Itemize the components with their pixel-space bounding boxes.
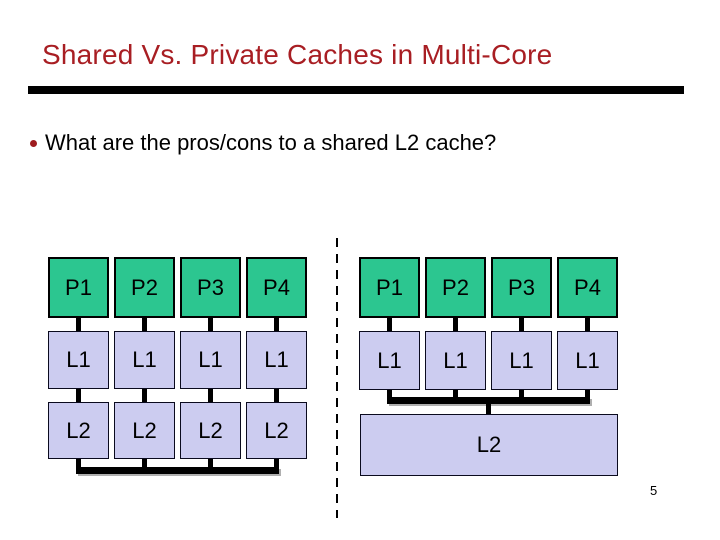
connector-line — [274, 318, 279, 331]
connector-line — [76, 459, 81, 468]
connector-line — [585, 390, 590, 398]
processor-box: P1 — [359, 257, 420, 318]
bus-line — [76, 467, 279, 474]
l2-cache-box: L2 — [180, 402, 241, 459]
l1-cache-box: L1 — [114, 331, 175, 389]
l1-cache-box: L1 — [246, 331, 307, 389]
l1-cache-box: L1 — [557, 331, 618, 390]
divider-dashed-line — [336, 238, 338, 518]
bullet-text: What are the pros/cons to a shared L2 ca… — [45, 130, 497, 155]
bus-line — [387, 397, 590, 404]
connector-line — [585, 318, 590, 331]
processor-box: P2 — [425, 257, 486, 318]
connector-line — [274, 389, 279, 402]
connector-line — [142, 459, 147, 468]
l1-cache-box: L1 — [359, 331, 420, 390]
connector-line — [387, 318, 392, 331]
processor-box: P4 — [557, 257, 618, 318]
l1-cache-box: L1 — [425, 331, 486, 390]
title-underline — [28, 86, 684, 94]
l2-cache-box: L2 — [246, 402, 307, 459]
connector-line — [142, 389, 147, 402]
connector-line — [453, 318, 458, 331]
bullet-dot-icon — [30, 140, 37, 147]
connector-line — [519, 318, 524, 331]
connector-line — [208, 459, 213, 468]
connector-line — [453, 390, 458, 398]
l1-cache-box: L1 — [180, 331, 241, 389]
processor-box: P4 — [246, 257, 307, 318]
connector-line — [76, 389, 81, 402]
connector-line — [486, 404, 491, 415]
processor-box: P3 — [180, 257, 241, 318]
connector-line — [208, 389, 213, 402]
connector-line — [519, 390, 524, 398]
processor-box: P2 — [114, 257, 175, 318]
l1-cache-box: L1 — [48, 331, 109, 389]
slide-title: Shared Vs. Private Caches in Multi-Core — [42, 39, 553, 70]
l2-cache-box: L2 — [114, 402, 175, 459]
shared-l2-cache-box: L2 — [360, 414, 618, 476]
connector-line — [208, 318, 213, 331]
connector-line — [274, 459, 279, 468]
l2-cache-box: L2 — [48, 402, 109, 459]
processor-box: P3 — [491, 257, 552, 318]
processor-box: P1 — [48, 257, 109, 318]
bullet-item: What are the pros/cons to a shared L2 ca… — [30, 130, 496, 156]
connector-line — [142, 318, 147, 331]
connector-line — [387, 390, 392, 398]
page-number: 5 — [650, 483, 658, 498]
connector-line — [76, 318, 81, 331]
l1-cache-box: L1 — [491, 331, 552, 390]
